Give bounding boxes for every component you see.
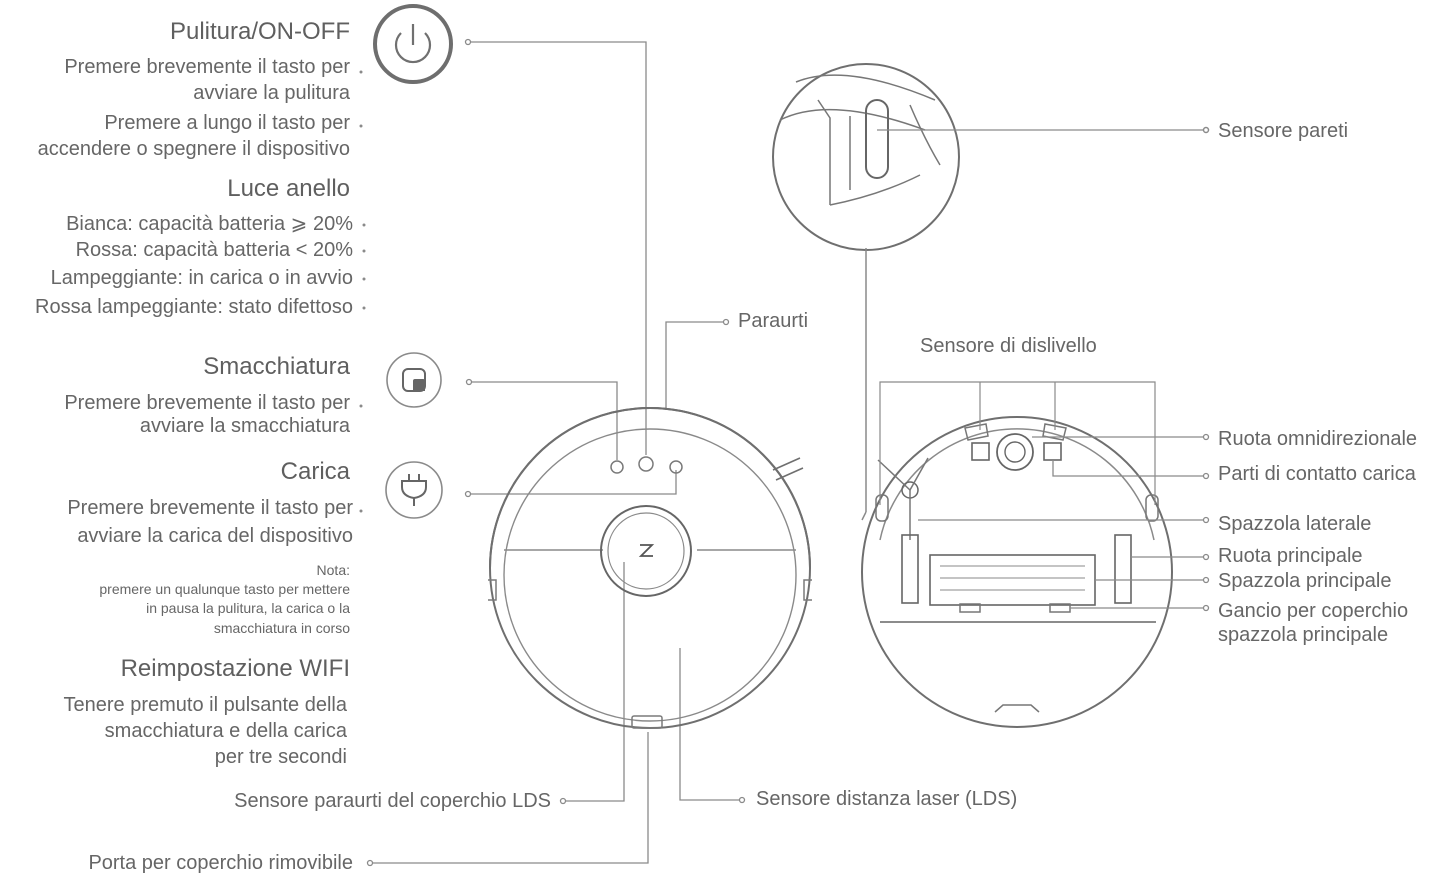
- wall-sensor-zoom: [772, 63, 1210, 521]
- note-line-3: smacchiatura in corso: [213, 620, 350, 636]
- wifi-title: Reimpostazione WIFI: [120, 655, 350, 682]
- charge-title: Carica: [280, 458, 350, 485]
- spot-line-2: avviare la smacchiatura: [139, 415, 350, 437]
- wifi-line-1: Tenere premuto il pulsante della: [63, 694, 347, 716]
- ring-light-flashing: Lampeggiante: in carica o in avvio: [50, 267, 353, 289]
- note-line-1: premere un qualunque tasto per mettere: [99, 581, 350, 597]
- leader-lines-right: [918, 433, 1210, 612]
- label-charge-contacts: Parti di contatto carica: [1218, 463, 1416, 485]
- charge-plug-icon: [385, 461, 443, 519]
- spot-clean-icon: [386, 352, 442, 408]
- robot-top-view: [488, 407, 812, 729]
- wifi-line-3: per tre secondi: [214, 746, 347, 768]
- spot-line-1: Premere brevemente il tasto per: [64, 392, 350, 414]
- ring-light-title: Luce anello: [227, 175, 350, 202]
- note-line-2: in pausa la pulitura, la carica o la: [146, 600, 350, 616]
- spot-title: Smacchiatura: [203, 353, 350, 380]
- label-cliff-sensor: Sensore di dislivello: [920, 335, 1097, 357]
- charge-line-1: Premere brevemente il tasto per: [67, 497, 353, 519]
- ring-light-red-flashing: Rossa lampeggiante: stato difettoso: [35, 296, 353, 318]
- power-long-press-1: Premere a lungo il tasto per: [104, 112, 350, 134]
- ring-light-white: Bianca: capacità batteria ⩾ 20%: [66, 213, 353, 235]
- charge-line-2: avviare la carica del dispositivo: [77, 525, 353, 547]
- label-omni-wheel: Ruota omnidirezionale: [1218, 428, 1418, 450]
- wifi-line-2: smacchiatura e della carica: [104, 720, 347, 742]
- label-wall-sensor: Sensore pareti: [1218, 120, 1349, 142]
- power-long-press-2: accendere o spegnere il dispositivo: [37, 138, 350, 160]
- label-main-wheel: Ruota principale: [1218, 545, 1363, 567]
- leader-lines-left: [366, 38, 746, 867]
- label-removable-cover-port: Porta per coperchio rimovibile: [88, 852, 353, 874]
- label-brush-cover-latch-1: Gancio per coperchio: [1218, 600, 1409, 622]
- power-icon: [373, 4, 453, 84]
- label-side-brush: Spazzola laterale: [1218, 513, 1372, 535]
- note-label: Nota:: [316, 562, 350, 578]
- cliff-sensor-bracket: [879, 381, 1156, 505]
- ring-light-red: Rossa: capacità batteria < 20%: [75, 239, 353, 261]
- bullet-dots: [359, 70, 366, 513]
- label-lds: Sensore distanza laser (LDS): [756, 788, 1018, 810]
- power-title: Pulitura/ON-OFF: [169, 18, 350, 45]
- label-lds-cover-sensor: Sensore paraurti del coperchio LDS: [234, 790, 551, 812]
- label-main-brush: Spazzola principale: [1218, 570, 1392, 592]
- power-short-press-1: Premere brevemente il tasto per: [64, 56, 350, 78]
- label-brush-cover-latch-2: spazzola principale: [1218, 624, 1389, 646]
- power-short-press-2: avviare la pulitura: [193, 82, 350, 104]
- robot-bottom-view: [861, 416, 1173, 728]
- label-bumper: Paraurti: [738, 310, 809, 332]
